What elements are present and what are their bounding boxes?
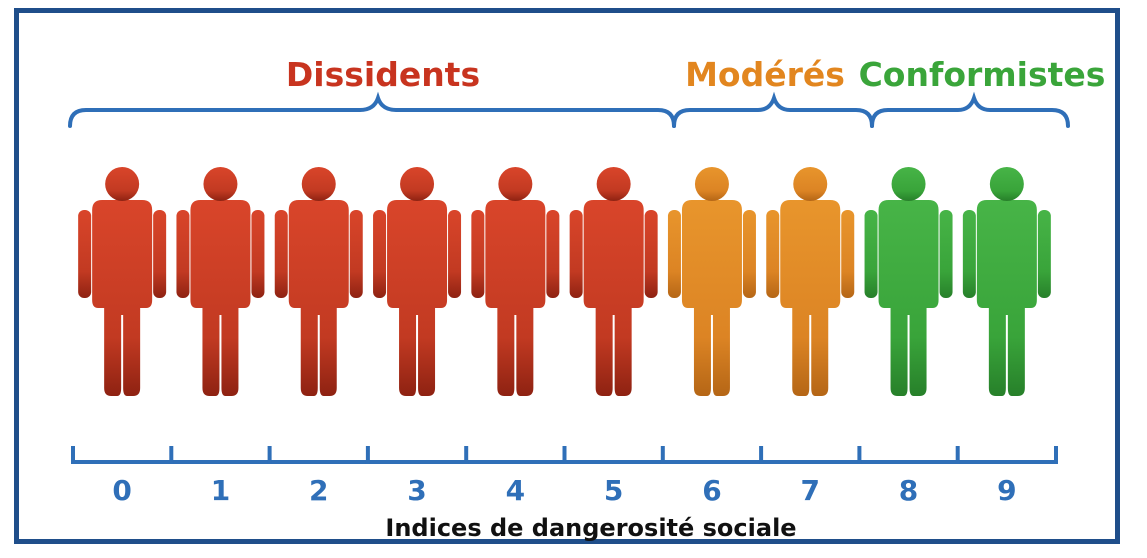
danger-scale (71, 446, 1058, 464)
tick-label-1: 1 (211, 474, 230, 507)
person-4-dissidents (471, 167, 560, 396)
group-label-dissidents: Dissidents (286, 55, 480, 94)
person-head (400, 167, 435, 201)
person-1-dissidents (176, 167, 265, 396)
person-arm-right (939, 210, 953, 298)
tick-label-5: 5 (604, 474, 623, 507)
person-head (793, 167, 828, 201)
person-head (596, 167, 631, 201)
person-body (878, 200, 939, 396)
brace-dissidents (68, 91, 676, 128)
person-arm-left (471, 210, 485, 298)
person-0-dissidents (78, 167, 167, 396)
person-arm-left (373, 210, 387, 298)
person-arm-left (766, 210, 780, 298)
person-body (288, 200, 349, 396)
person-body (485, 200, 546, 396)
person-arm-right (644, 210, 658, 298)
person-arm-right (448, 210, 462, 298)
person-arm-right (1037, 210, 1051, 298)
person-arm-right (251, 210, 265, 298)
person-arm-left (864, 210, 878, 298)
tick-label-7: 7 (801, 474, 820, 507)
person-arm-right (742, 210, 756, 298)
group-label-conformistes: Conformistes (859, 55, 1106, 94)
person-9-conformistes (962, 167, 1051, 396)
person-arm-left (176, 210, 190, 298)
person-head (203, 167, 238, 201)
brace-conformistes (870, 91, 1070, 128)
group-label-moderes: Modérés (685, 55, 845, 94)
person-arm-left (78, 210, 92, 298)
person-figures (78, 167, 1051, 396)
person-6-moderes (667, 167, 756, 396)
person-head (891, 167, 926, 201)
person-body (190, 200, 251, 396)
tick-labels: 0 1 2 3 4 5 6 7 8 9 (112, 474, 1016, 507)
person-head (301, 167, 336, 201)
person-head (694, 167, 729, 201)
person-head (105, 167, 140, 201)
person-arm-left (667, 210, 681, 298)
person-body (681, 200, 742, 396)
tick-label-6: 6 (702, 474, 721, 507)
scale-caption: Indices de dangerosité sociale (385, 514, 796, 542)
person-5-dissidents (569, 167, 658, 396)
person-2-dissidents (274, 167, 363, 396)
tick-label-0: 0 (112, 474, 131, 507)
person-arm-right (153, 210, 167, 298)
tick-label-3: 3 (407, 474, 426, 507)
tick-label-9: 9 (997, 474, 1016, 507)
person-arm-left (569, 210, 583, 298)
person-body (583, 200, 644, 396)
person-head (989, 167, 1024, 201)
person-7-moderes (766, 167, 855, 396)
person-arm-right (349, 210, 363, 298)
person-8-conformistes (864, 167, 953, 396)
person-body (92, 200, 153, 396)
person-arm-right (841, 210, 855, 298)
person-arm-left (962, 210, 976, 298)
person-arm-right (546, 210, 560, 298)
person-head (498, 167, 533, 201)
person-arm-left (274, 210, 288, 298)
tick-label-4: 4 (506, 474, 525, 507)
person-body (780, 200, 841, 396)
person-body (976, 200, 1037, 396)
tick-label-8: 8 (899, 474, 918, 507)
tick-label-2: 2 (309, 474, 328, 507)
person-3-dissidents (373, 167, 462, 396)
brace-moderes (672, 91, 874, 128)
person-body (387, 200, 448, 396)
